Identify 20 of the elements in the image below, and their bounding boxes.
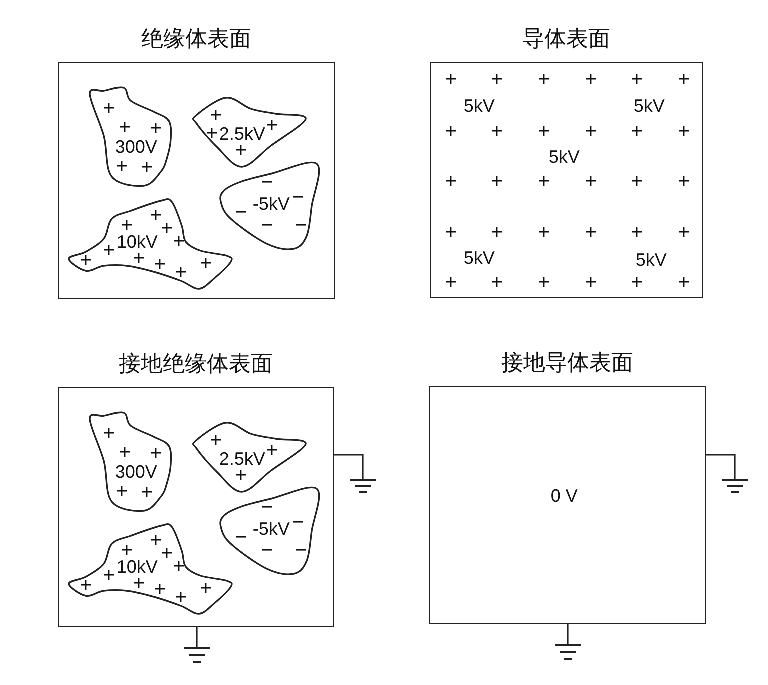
voltage-label: -5kV xyxy=(252,520,290,538)
voltage-label: 300V xyxy=(115,463,158,482)
panel-title: 接地导体表面 xyxy=(502,350,634,376)
voltage-label: 5kV xyxy=(464,97,495,116)
voltage-label: -5kV xyxy=(252,195,290,214)
voltage-label: 5kV xyxy=(634,97,665,116)
voltage-label: 300V xyxy=(115,138,158,156)
voltage-label: 10kV xyxy=(116,233,158,252)
panel-title: 导体表面 xyxy=(522,26,610,52)
panel-title: 绝缘体表面 xyxy=(142,26,252,52)
charged-region xyxy=(217,485,322,578)
charged-region xyxy=(217,160,322,254)
voltage-label: 2.5kV xyxy=(219,125,266,144)
voltage-label: 2.5kV xyxy=(219,450,266,468)
voltage-label: 5kV xyxy=(548,148,580,166)
voltage-label: 0 V xyxy=(550,487,578,506)
voltage-label: 5kV xyxy=(636,251,667,270)
voltage-label: 10kV xyxy=(116,558,158,576)
voltage-label: 5kV xyxy=(464,249,495,268)
panel-title: 接地绝缘体表面 xyxy=(119,351,273,377)
